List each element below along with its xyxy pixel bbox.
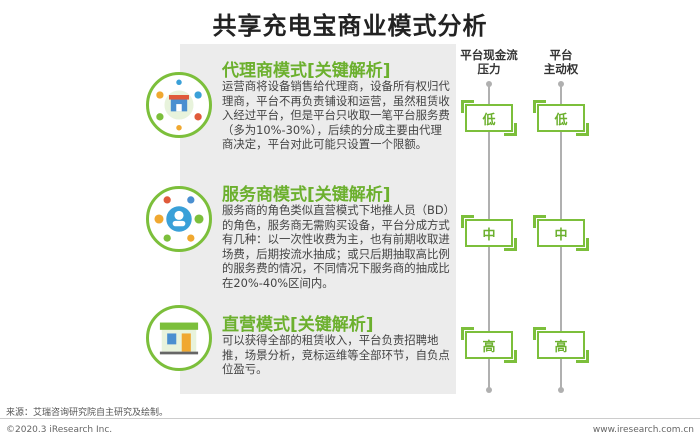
badge-initiative-agent: 低: [533, 100, 589, 136]
footer-divider: [0, 418, 700, 419]
column-header-cashflow-pressure: 平台现金流 压力: [460, 48, 518, 76]
badge-cashflow-agent: 低: [461, 100, 517, 136]
description-panel: [180, 44, 456, 394]
badge-cashflow-service: 中: [461, 215, 517, 251]
column-header-initiative: 平台 主动权: [543, 48, 579, 76]
badge-initiative-direct: 高: [533, 327, 589, 363]
source-note: 来源：艾瑞咨询研究院自主研究及绘制。: [6, 408, 169, 418]
mode-title-agent: 代理商模式[关键解析]: [222, 61, 391, 81]
mode-title-service: 服务商模式[关键解析]: [222, 185, 391, 205]
mode-desc-agent: 运营商将设备销售给代理商，设备所有权归代理商，平台不再负责铺设和运营，虽然租赁收…: [222, 79, 450, 152]
people-network-icon: [146, 186, 212, 252]
badge-initiative-service: 中: [533, 215, 589, 251]
page-title: 共享充电宝商业模式分析: [212, 12, 488, 40]
mode-desc-direct: 可以获得全部的租赁收入，平台负责招聘地推，场景分析，竞标运维等全部环节，自负点位…: [222, 333, 450, 377]
mode-title-direct: 直营模式[关键解析]: [222, 315, 374, 335]
mode-desc-service: 服务商的角色类似直营模式下地推人员（BD）的角色，服务商无需购买设备，平台分成方…: [222, 203, 450, 290]
website: www.iresearch.com.cn: [592, 425, 694, 435]
badge-cashflow-direct: 高: [461, 327, 517, 363]
storefront-icon: [146, 305, 212, 371]
store-network-icon: [146, 72, 212, 138]
copyright: ©2020.3 iResearch Inc.: [6, 425, 113, 435]
